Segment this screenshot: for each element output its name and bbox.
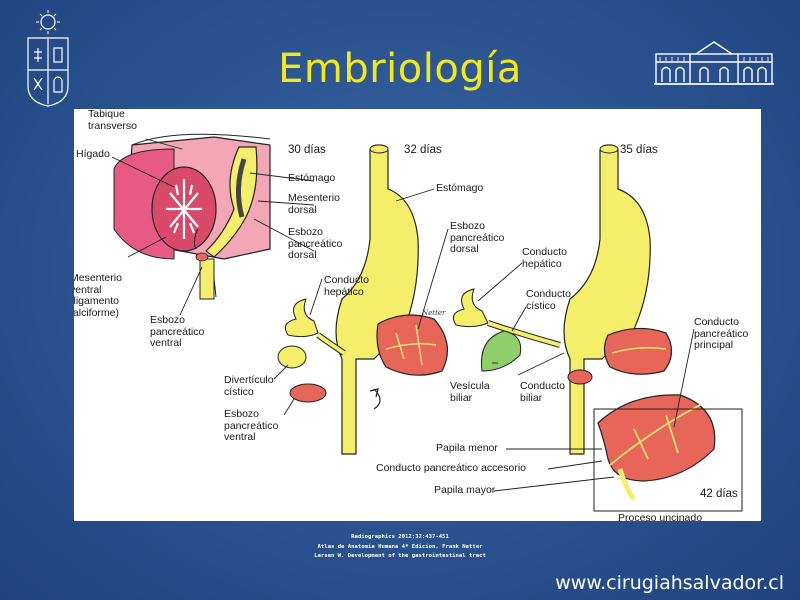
conducto-principal-label: Conducto pancreático principal — [694, 316, 749, 351]
conducto-biliar-label: Conducto biliar — [520, 380, 565, 404]
website-url: www.cirugiahsalvador.cl — [555, 572, 784, 594]
estomago-30-label: Estómago — [288, 172, 336, 184]
vesicula-biliar-label: Vesícula biliar — [450, 380, 490, 404]
stage-35-drawing — [452, 144, 743, 512]
stage-32-drawing — [277, 144, 449, 455]
conducto-cistico-label: Conducto cístico — [526, 288, 571, 312]
estomago-32-label: Estómago — [436, 182, 484, 194]
esbozo-dorsal-30-label: Esbozo pancreático dorsal — [288, 226, 343, 261]
stage-30-drawing — [113, 133, 271, 300]
stage-35-days-label: 35 días — [620, 144, 658, 156]
conducto-accesorio-label: Conducto pancreático accesorio — [376, 462, 527, 474]
hospital-building-icon — [654, 41, 774, 85]
artist-signature: Netter — [421, 309, 446, 317]
papila-mayor-label: Papila mayor — [434, 484, 496, 496]
higado-label: Hígado — [76, 148, 110, 160]
esbozo-dorsal-32-label: Esbozo pancreático dorsal — [450, 220, 505, 255]
leader-lines — [111, 138, 695, 492]
conducto-hepatico-32-label: Conducto hepático — [324, 274, 369, 298]
proceso-uncinado-label: Proceso uncinado — [618, 512, 703, 521]
figure-drawing: Netter — [111, 133, 743, 512]
stage-42-days-label: 42 días — [700, 488, 738, 500]
slide-title: Embriología — [278, 46, 522, 92]
embryology-figure: Netter 30 días Tabique transverso Hígado… — [74, 109, 761, 521]
reference-line: Radiographics 2012;32:437-451 — [351, 534, 449, 540]
stage-30-days-label: 30 días — [288, 144, 326, 156]
stage-32-days-label: 32 días — [404, 144, 442, 156]
conducto-hepatico-35-label: Conducto hepático — [522, 246, 567, 270]
mesenterio-ventral-label: Mesenterio ventral (ligamento falciforme… — [74, 272, 122, 319]
papila-menor-label: Papila menor — [436, 442, 498, 454]
reference-line: Larsen W. Development of the gastrointes… — [314, 553, 486, 559]
mesenterio-dorsal-label: Mesenterio dorsal — [288, 192, 340, 216]
tabique-transverso-label: Tabique transverso — [88, 109, 138, 132]
esbozo-ventral-32-label: Esbozo pancreático ventral — [224, 408, 279, 443]
diverticulo-cistico-label: Divertículo cístico — [224, 374, 274, 398]
references: Radiographics 2012;32:437-451 Atlas de A… — [250, 533, 550, 562]
esbozo-ventral-30-label: Esbozo pancreático ventral — [150, 314, 205, 349]
reference-line: Atlas de Anatomia Humana 4ª Edicion, Fra… — [317, 543, 483, 550]
university-crest-icon — [27, 10, 69, 107]
